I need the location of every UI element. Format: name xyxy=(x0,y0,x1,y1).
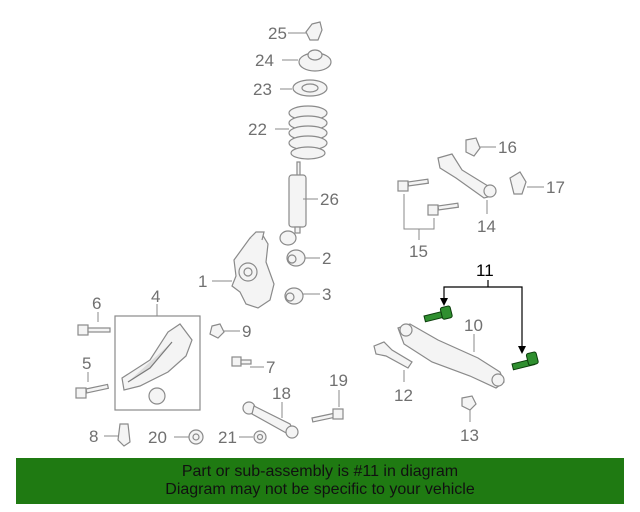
part-7-bolt[interactable]: 7 xyxy=(231,356,275,377)
part-18-link[interactable]: 18 xyxy=(242,384,299,439)
callout-18: 18 xyxy=(272,384,291,403)
callout-17: 17 xyxy=(546,178,565,197)
callout-26: 26 xyxy=(320,190,339,209)
part-12-arm[interactable]: 12 xyxy=(373,341,413,405)
part-8-bracket[interactable]: 8 xyxy=(89,423,131,447)
part-21-washer[interactable]: 21 xyxy=(218,428,267,447)
part-23-seat[interactable]: 23 xyxy=(253,79,328,99)
callout-20: 20 xyxy=(148,428,167,447)
callout-14: 14 xyxy=(477,217,496,236)
callout-1: 1 xyxy=(198,272,207,291)
callout-21: 21 xyxy=(218,428,237,447)
part-20-nut[interactable]: 20 xyxy=(148,428,204,447)
callout-11: 11 xyxy=(476,261,494,280)
part-3-bushing[interactable]: 3 xyxy=(284,285,331,305)
callout-7: 7 xyxy=(266,358,275,377)
notice-banner: Part or sub-assembly is #11 in diagram D… xyxy=(16,458,624,504)
part-17-bracket[interactable]: 17 xyxy=(509,171,565,197)
part-2-bushing[interactable]: 2 xyxy=(286,249,331,268)
part-24-mount[interactable]: 24 xyxy=(255,49,332,72)
callout-9: 9 xyxy=(242,322,251,341)
notice-line-1: Part or sub-assembly is #11 in diagram xyxy=(181,463,459,480)
part-13-nut[interactable]: 13 xyxy=(460,395,479,445)
callout-8: 8 xyxy=(89,427,98,446)
callout-13: 13 xyxy=(460,426,479,445)
part-9-nut[interactable]: 9 xyxy=(209,322,251,341)
callout-25: 25 xyxy=(268,24,287,43)
callout-12: 12 xyxy=(394,386,413,405)
part-10-lower-arm[interactable]: 10 xyxy=(397,316,505,389)
part-4-trailing-arm[interactable]: 4 xyxy=(114,287,201,411)
callout-3: 3 xyxy=(322,285,331,304)
parts-diagram: 25 24 23 22 26 2 3 xyxy=(75,21,565,447)
part-25-nut[interactable]: 25 xyxy=(268,21,323,43)
part-6-bolt[interactable]: 6 xyxy=(77,294,111,336)
callout-15: 15 xyxy=(409,242,428,261)
part-19-bolt[interactable]: 19 xyxy=(311,371,348,423)
part-22-coil-spring[interactable]: 22 xyxy=(248,105,328,160)
callout-22: 22 xyxy=(248,120,267,139)
notice-line-2: Diagram may not be specific to your vehi… xyxy=(165,481,475,498)
part-5-bolt[interactable]: 5 xyxy=(75,354,110,399)
part-1-knuckle[interactable]: 1 xyxy=(198,231,275,309)
callout-24: 24 xyxy=(255,51,274,70)
callout-16: 16 xyxy=(498,138,517,157)
callout-10: 10 xyxy=(464,316,483,335)
part-15-bolts[interactable]: 15 xyxy=(397,178,460,261)
callout-5: 5 xyxy=(82,354,91,373)
callout-23: 23 xyxy=(253,80,272,99)
part-14-link[interactable]: 14 xyxy=(437,153,497,236)
part-11-cam-bolt[interactable]: 11 xyxy=(423,261,539,371)
part-16-bushing[interactable]: 16 xyxy=(465,137,517,157)
part-26-shock[interactable]: 26 xyxy=(279,161,339,246)
callout-2: 2 xyxy=(322,249,331,268)
callout-6: 6 xyxy=(92,294,101,313)
callout-4: 4 xyxy=(151,287,160,306)
callout-19: 19 xyxy=(329,371,348,390)
